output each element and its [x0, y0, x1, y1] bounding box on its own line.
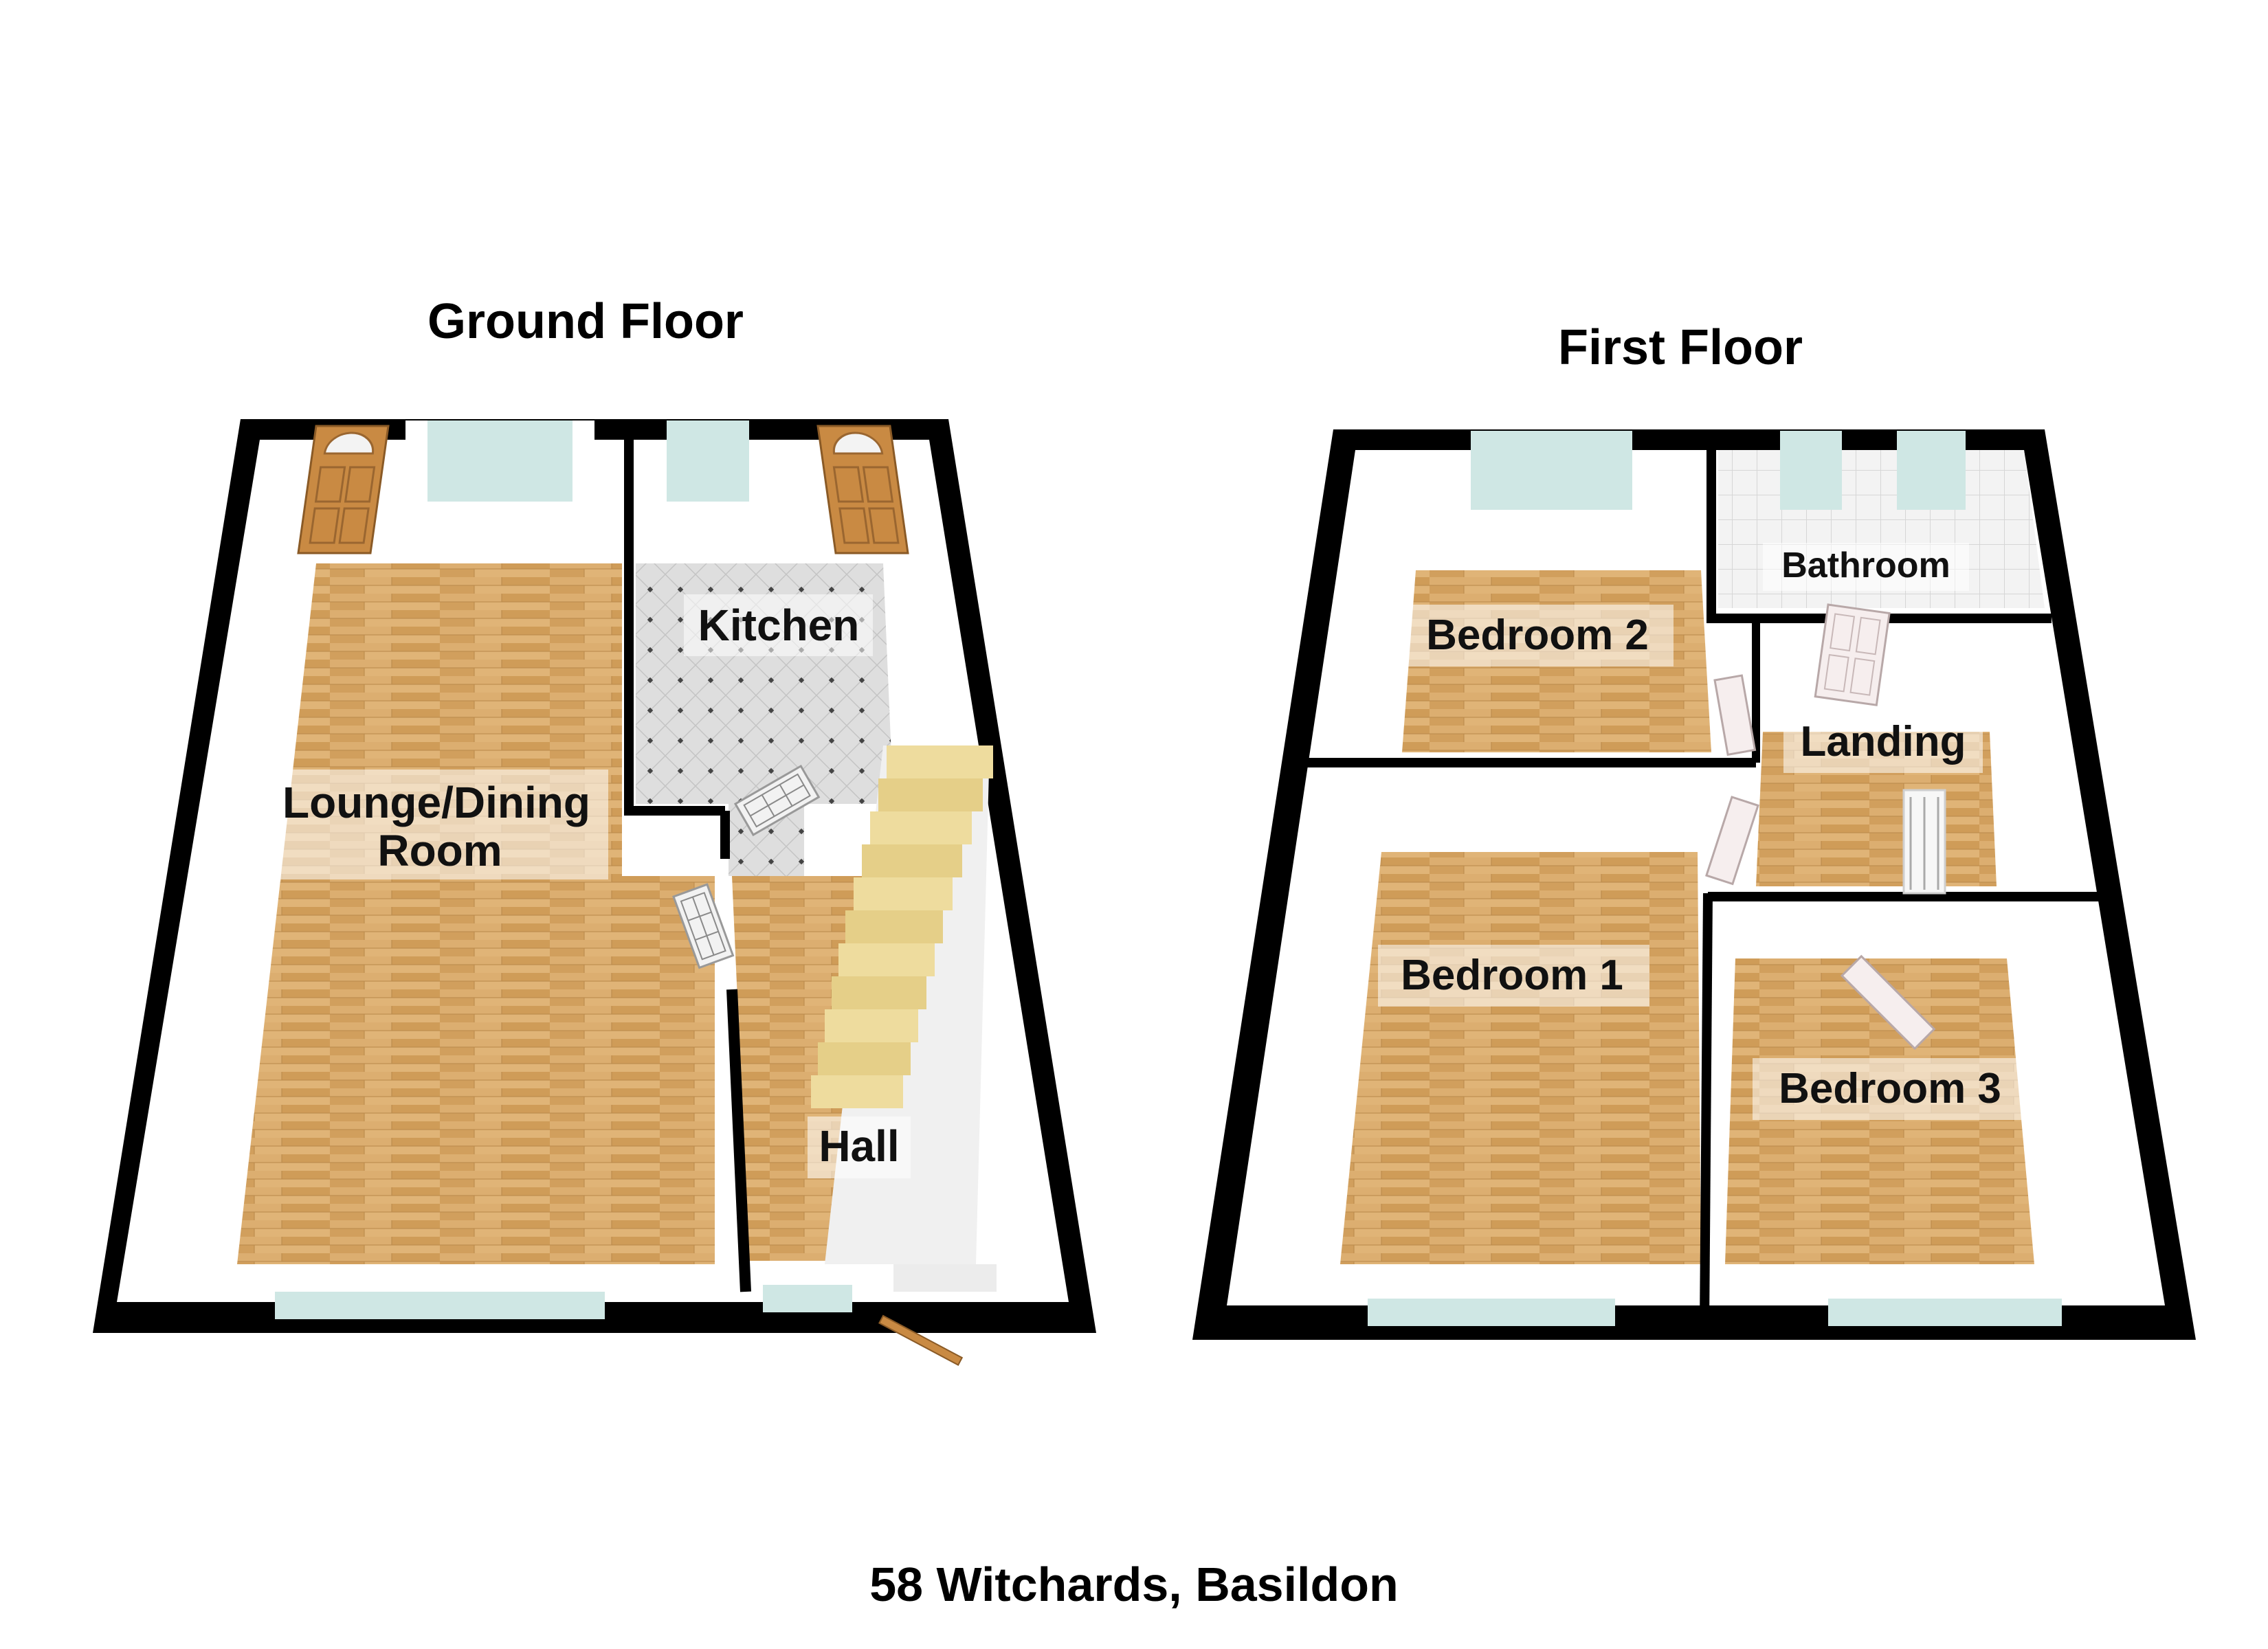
landing-label: Landing — [1800, 718, 1966, 765]
bedroom3-door-icon — [1840, 954, 1936, 1051]
kitchen-label-bg — [684, 594, 873, 656]
bathroom-window-2 — [1897, 431, 1966, 510]
lounge-label: Lounge/Dining — [282, 778, 590, 827]
ground-floor — [93, 419, 1096, 1366]
bedroom3-window — [1828, 1299, 2062, 1326]
ground-window-pier-1 — [405, 420, 427, 502]
address-caption: 58 Witchards, Basildon — [869, 1558, 1399, 1611]
bedroom1-floor — [1340, 852, 1701, 1264]
bedroom1-right-wall — [1700, 893, 1713, 1327]
kitchen-door-icon — [816, 425, 909, 554]
lounge-label-line2: Room — [377, 826, 502, 875]
bathroom-door-icon — [1814, 603, 1891, 706]
first-floor-heading: First Floor — [1558, 320, 1803, 375]
lounge-window — [426, 420, 574, 502]
lounge-door-icon — [297, 425, 390, 554]
first-floor — [1192, 429, 2196, 1340]
lounge-floor — [237, 563, 715, 1264]
kitchen-inner-door-icon — [733, 764, 821, 837]
bedroom1-label-bg — [1378, 945, 1649, 1007]
bedroom3-label-bg — [1753, 1058, 2027, 1120]
ground-floor-heading: Ground Floor — [427, 294, 744, 349]
bedroom1-label: Bedroom 1 — [1401, 952, 1623, 999]
banister-icon — [1902, 789, 1946, 895]
bathroom-label-bg — [1763, 543, 1969, 591]
lounge-front-window — [275, 1292, 605, 1319]
kitchen-window — [667, 420, 749, 502]
hall-front-window — [763, 1285, 852, 1312]
ground-window-pier-2 — [572, 420, 594, 502]
kitchen-label: Kitchen — [698, 601, 860, 650]
hall-label-bg — [808, 1117, 911, 1178]
bedroom2-window — [1471, 431, 1632, 510]
hall-door-icon — [672, 883, 735, 969]
bedroom2-label: Bedroom 2 — [1426, 612, 1649, 659]
bedroom1-door-icon — [1705, 796, 1759, 886]
hall-label: Hall — [819, 1121, 899, 1171]
bathroom-wall — [1706, 433, 2052, 623]
lounge-label-bg — [265, 770, 608, 879]
landing-label-bg — [1783, 711, 1983, 773]
bedroom2-door-icon — [1713, 674, 1757, 756]
kitchen-partition-wall — [624, 426, 725, 816]
bedroom1-window — [1368, 1299, 1615, 1326]
hall-left-wall — [726, 989, 751, 1292]
front-door-icon — [878, 1314, 964, 1366]
bathroom-label: Bathroom — [1781, 546, 1950, 585]
bedroom3-label: Bedroom 3 — [1779, 1065, 2001, 1112]
bathroom-window-1 — [1780, 431, 1842, 510]
hall-front-window-2 — [893, 1264, 997, 1292]
bedroom2-label-bg — [1402, 605, 1674, 666]
